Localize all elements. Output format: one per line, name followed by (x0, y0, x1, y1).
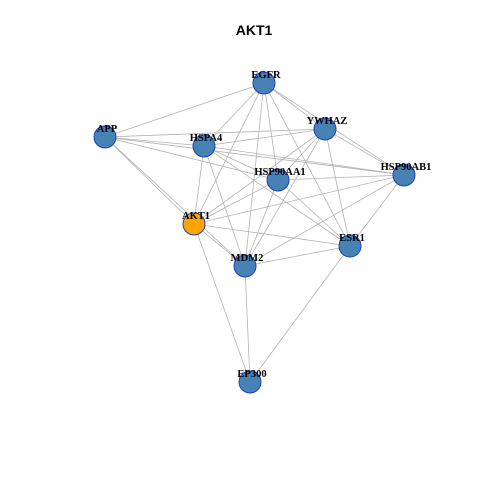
edge-ywhaz-hsp90aa1 (277, 128, 326, 181)
edge-akt1-ep300 (193, 223, 251, 383)
node-ywhaz[interactable]: YWHAZ (307, 116, 348, 141)
node-hsp90ab1[interactable]: HSP90AB1 (381, 162, 432, 187)
node-esr1[interactable]: ESR1 (338, 233, 365, 258)
node-hsp90aa1[interactable]: HSP90AA1 (254, 167, 306, 192)
diagram-title: AKT1 (236, 22, 273, 38)
edge-app-hsp90aa1 (104, 136, 279, 181)
edge-hsp90ab1-mdm2 (244, 174, 405, 267)
node-circle-ywhaz[interactable] (313, 117, 337, 141)
edge-hspa4-hsp90aa1 (203, 145, 279, 181)
edge-egfr-ywhaz (263, 82, 326, 130)
edge-mdm2-ep300 (244, 265, 251, 383)
node-label-hspa4: HSPA4 (190, 133, 223, 144)
edge-ywhaz-hsp90ab1 (324, 128, 405, 176)
node-circle-egfr[interactable] (252, 71, 276, 95)
edge-hsp90aa1-mdm2 (244, 179, 279, 267)
edge-esr1-ep300 (249, 245, 351, 383)
edge-ywhaz-hspa4 (203, 128, 326, 147)
edge-app-mdm2 (104, 136, 246, 267)
node-circle-ep300[interactable] (238, 370, 262, 394)
node-circle-akt1[interactable] (182, 212, 206, 236)
node-app[interactable]: APP (93, 124, 118, 149)
node-label-esr1: ESR1 (339, 233, 365, 244)
node-label-hsp90aa1: HSP90AA1 (254, 167, 305, 178)
node-hspa4[interactable]: HSPA4 (190, 133, 223, 158)
node-label-ywhaz: YWHAZ (307, 116, 348, 127)
edge-layer (104, 82, 405, 383)
node-akt1[interactable]: AKT1 (182, 211, 210, 236)
edge-hspa4-hsp90ab1 (203, 145, 405, 176)
node-label-egfr: EGFR (251, 70, 281, 81)
node-ep300[interactable]: EP300 (237, 369, 267, 394)
node-mdm2[interactable]: MDM2 (231, 253, 264, 278)
edge-hspa4-mdm2 (203, 145, 246, 267)
edge-akt1-esr1 (193, 223, 351, 247)
edge-app-hspa4 (104, 136, 205, 147)
edge-ywhaz-mdm2 (244, 128, 326, 267)
edge-app-ywhaz (104, 128, 326, 138)
node-egfr[interactable]: EGFR (251, 70, 281, 95)
edge-hspa4-akt1 (193, 145, 205, 225)
node-label-mdm2: MDM2 (231, 253, 264, 264)
edge-hspa4-esr1 (203, 145, 351, 247)
edge-egfr-hspa4 (203, 82, 265, 147)
edge-hsp90aa1-akt1 (193, 179, 279, 225)
node-label-app: APP (97, 124, 118, 135)
node-label-hsp90ab1: HSP90AB1 (381, 162, 432, 173)
node-circle-app[interactable] (93, 125, 117, 149)
edge-esr1-mdm2 (244, 245, 351, 267)
node-circle-mdm2[interactable] (233, 254, 257, 278)
edge-app-hsp90ab1 (104, 136, 405, 176)
edge-hsp90ab1-esr1 (349, 174, 405, 247)
edge-hsp90ab1-hsp90aa1 (277, 174, 405, 181)
edge-egfr-hsp90aa1 (263, 82, 279, 181)
node-circle-hsp90aa1[interactable] (266, 168, 290, 192)
edge-egfr-akt1 (193, 82, 265, 225)
edge-ywhaz-akt1 (193, 128, 326, 225)
node-circle-esr1[interactable] (338, 234, 362, 258)
node-circle-hspa4[interactable] (192, 134, 216, 158)
edge-ywhaz-esr1 (324, 128, 351, 247)
edge-egfr-esr1 (263, 82, 351, 247)
edge-hsp90aa1-esr1 (277, 179, 351, 247)
edge-egfr-app (104, 82, 265, 138)
node-label-akt1: AKT1 (182, 211, 210, 222)
node-circle-hsp90ab1[interactable] (392, 163, 416, 187)
node-label-ep300: EP300 (237, 369, 266, 380)
edge-app-akt1 (104, 136, 195, 225)
